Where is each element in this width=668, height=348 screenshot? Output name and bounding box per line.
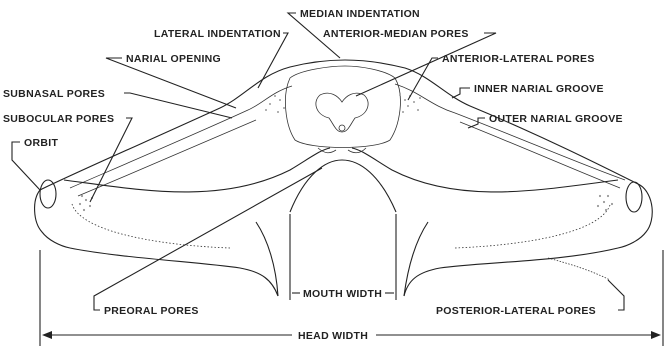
label-anterior-median-pores: ANTERIOR-MEDIAN PORES bbox=[323, 28, 469, 40]
label-mouth-width: MOUTH WIDTH bbox=[303, 288, 382, 300]
label-preoral-pores: PREORAL PORES bbox=[104, 305, 199, 317]
anterior-lateral-pores bbox=[265, 94, 421, 113]
label-posterior-lateral-pores: POSTERIOR-LATERAL PORES bbox=[436, 305, 596, 317]
inner-narial-groove-line bbox=[70, 86, 292, 188]
right-orbit bbox=[626, 182, 642, 212]
head-outline bbox=[35, 60, 653, 296]
anterior-median-pores bbox=[285, 66, 400, 153]
label-median-indentation: MEDIAN INDENTATION bbox=[300, 8, 420, 20]
label-subocular-pores: SUBOCULAR PORES bbox=[3, 113, 114, 125]
mouth-outline bbox=[290, 160, 396, 212]
posterior-lateral-pores-row bbox=[548, 258, 610, 280]
label-subnasal-pores: SUBNASAL PORES bbox=[3, 88, 105, 100]
label-lateral-indentation: LATERAL INDENTATION bbox=[154, 28, 281, 40]
label-outer-narial-groove: OUTER NARIAL GROOVE bbox=[489, 113, 623, 125]
label-narial-opening: NARIAL OPENING bbox=[126, 53, 221, 65]
label-head-width: HEAD WIDTH bbox=[298, 330, 368, 342]
label-orbit: ORBIT bbox=[24, 137, 58, 149]
subocular-pores bbox=[79, 195, 613, 211]
label-inner-narial-groove: INNER NARIAL GROOVE bbox=[474, 83, 604, 95]
label-anterior-lateral-pores: ANTERIOR-LATERAL PORES bbox=[442, 53, 595, 65]
left-orbit bbox=[40, 180, 56, 208]
